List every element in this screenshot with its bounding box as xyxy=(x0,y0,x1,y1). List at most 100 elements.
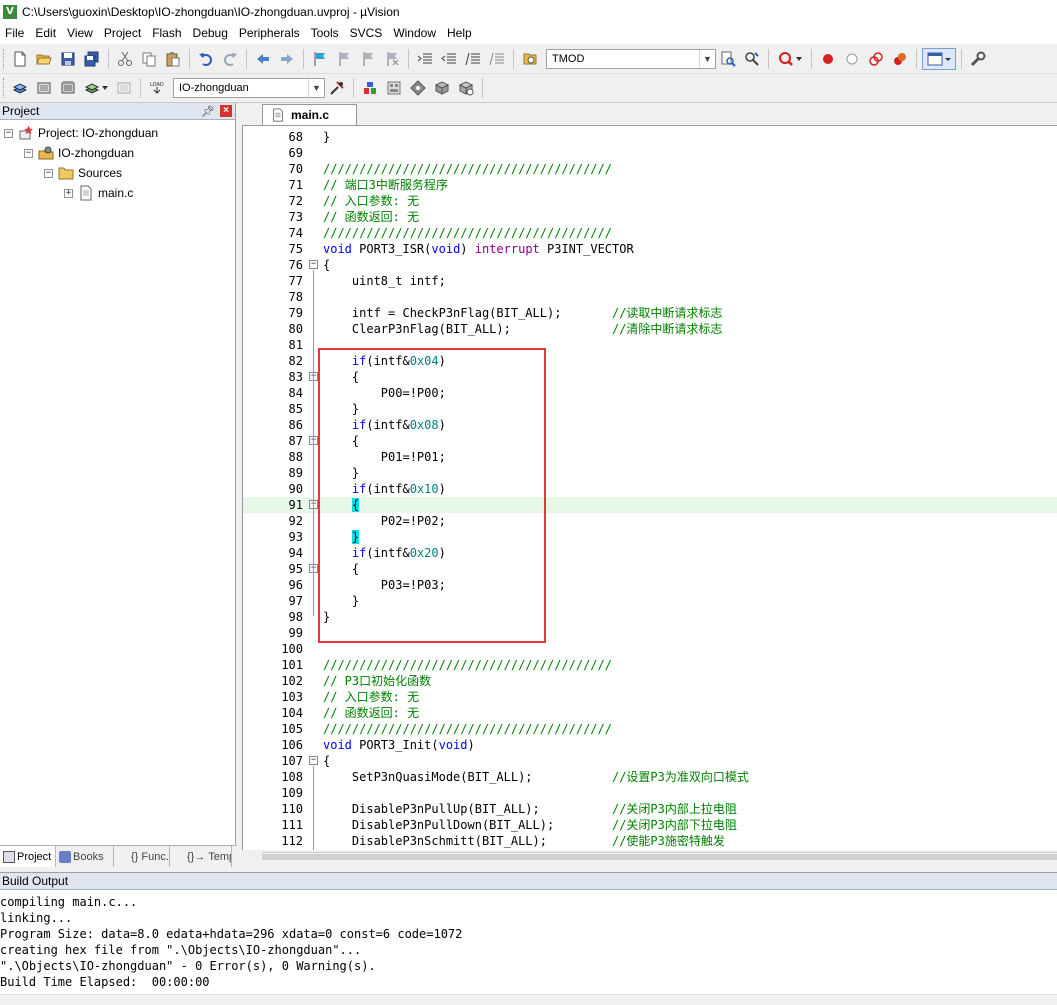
open-file-icon[interactable] xyxy=(33,48,55,70)
code-text: ClearP3nFlag(BIT_ALL); //清除中断请求标志 xyxy=(323,321,723,337)
tab-templates[interactable]: {}→ Temp... xyxy=(170,846,232,867)
menu-peripherals[interactable]: Peripherals xyxy=(238,26,300,40)
tab-functions[interactable]: {} Func... xyxy=(114,846,170,867)
chevron-down-icon[interactable]: ▼ xyxy=(308,79,324,97)
bookmark-prev-icon[interactable] xyxy=(333,48,355,70)
code-line: 74//////////////////////////////////////… xyxy=(243,225,1057,241)
menu-view[interactable]: View xyxy=(67,26,93,40)
save-all-icon[interactable] xyxy=(81,48,103,70)
menu-svcs[interactable]: SVCS xyxy=(349,26,383,40)
tree-item[interactable]: +main.c xyxy=(64,183,133,203)
code-text: { xyxy=(323,497,360,513)
line-number: 74 xyxy=(288,226,303,240)
cut-icon[interactable] xyxy=(114,48,136,70)
breakpoint-icon[interactable] xyxy=(817,48,839,70)
toolbar-grip[interactable] xyxy=(3,49,6,69)
toolbar-separator xyxy=(768,49,769,69)
code-line: 107−{ xyxy=(243,753,1057,769)
tab-project[interactable]: Project xyxy=(0,846,56,867)
find-in-files-icon[interactable] xyxy=(519,48,541,70)
line-number: 105 xyxy=(281,722,303,736)
menu-window[interactable]: Window xyxy=(393,26,436,40)
code-token-kw: if xyxy=(351,354,367,368)
breakpoint-disable-all-icon[interactable] xyxy=(865,48,887,70)
find-combo-value: TMOD xyxy=(552,53,585,65)
menu-project[interactable]: Project xyxy=(103,26,142,40)
chevron-down-icon[interactable]: ▼ xyxy=(699,50,715,68)
line-number: 82 xyxy=(288,354,303,368)
debug-session-icon[interactable] xyxy=(774,48,806,70)
menu-file[interactable]: File xyxy=(5,26,25,40)
target-combo[interactable]: IO-zhongduan ▼ xyxy=(173,78,325,98)
close-icon[interactable]: × xyxy=(220,105,232,117)
comment-icon[interactable] xyxy=(462,48,484,70)
target-options-icon[interactable] xyxy=(326,77,348,99)
nav-forward-icon[interactable] xyxy=(276,48,298,70)
menu-debug[interactable]: Debug xyxy=(192,26,228,40)
undo-icon[interactable] xyxy=(195,48,217,70)
pack-installer-icon[interactable] xyxy=(431,77,453,99)
code-token-plain: { xyxy=(323,562,360,576)
collapse-icon[interactable]: − xyxy=(4,127,13,138)
build-output-scrollbar[interactable] xyxy=(0,994,1057,1005)
pin-icon[interactable]: 📌︎ xyxy=(201,106,215,118)
menu-help[interactable]: Help xyxy=(447,26,472,40)
scrollbar-thumb[interactable] xyxy=(262,854,1057,860)
line-number: 91 xyxy=(288,498,303,512)
fold-collapse-icon[interactable]: − xyxy=(309,755,318,765)
fold-collapse-icon[interactable]: − xyxy=(309,259,318,269)
expand-icon[interactable]: + xyxy=(64,187,73,198)
tree-item[interactable]: −IO-zhongduan xyxy=(24,143,134,163)
bookmark-icon[interactable] xyxy=(309,48,331,70)
select-packs-icon[interactable] xyxy=(383,77,405,99)
redo-icon[interactable] xyxy=(219,48,241,70)
build-output-panel: Build Output compiling main.c...linking.… xyxy=(0,872,1057,1005)
find-icon[interactable] xyxy=(717,48,739,70)
collapse-icon[interactable]: − xyxy=(44,167,53,178)
pack-manager-icon[interactable] xyxy=(455,77,477,99)
tree-item[interactable]: −Project: IO-zhongduan xyxy=(4,123,158,143)
bookmark-clear-icon[interactable] xyxy=(381,48,403,70)
toolbar-grip[interactable] xyxy=(3,78,6,98)
code-text: void PORT3_ISR(void) interrupt P3INT_VEC… xyxy=(323,241,634,257)
download-icon[interactable]: LOAD xyxy=(146,77,168,99)
code-token-com: //清除中断请求标志 xyxy=(611,322,723,336)
menu-flash[interactable]: Flash xyxy=(152,26,182,40)
indent-icon[interactable] xyxy=(414,48,436,70)
code-text: intf = CheckP3nFlag(BIT_ALL); //读取中断请求标志 xyxy=(323,305,723,321)
tab-main-c[interactable]: main.c xyxy=(262,104,357,125)
batch-build-icon[interactable] xyxy=(81,77,111,99)
line-number: 78 xyxy=(288,290,303,304)
menu-tools[interactable]: Tools xyxy=(310,26,339,40)
collapse-icon[interactable]: − xyxy=(24,147,33,158)
line-number: 94 xyxy=(288,546,303,560)
tree-item[interactable]: −Sources xyxy=(44,163,122,183)
uncomment-icon[interactable] xyxy=(486,48,508,70)
unindent-icon[interactable] xyxy=(438,48,460,70)
manage-project-items-icon[interactable] xyxy=(359,77,381,99)
paste-icon[interactable] xyxy=(162,48,184,70)
breakpoint-kill-icon[interactable] xyxy=(889,48,911,70)
rebuild-icon[interactable] xyxy=(57,77,79,99)
find-combo[interactable]: TMOD ▼ xyxy=(546,49,716,69)
nav-back-icon[interactable] xyxy=(252,48,274,70)
manage-runtime-icon[interactable] xyxy=(407,77,429,99)
horizontal-scrollbar[interactable] xyxy=(262,852,1057,860)
build-icon[interactable] xyxy=(33,77,55,99)
build-toolbar: LOAD IO-zhongduan ▼ xyxy=(0,74,1057,103)
bookmark-next-icon[interactable] xyxy=(357,48,379,70)
window-layout-icon[interactable] xyxy=(922,48,956,70)
new-file-icon[interactable] xyxy=(9,48,31,70)
copy-icon[interactable] xyxy=(138,48,160,70)
save-icon[interactable] xyxy=(57,48,79,70)
file-icon xyxy=(78,185,98,201)
stop-build-icon[interactable] xyxy=(113,77,135,99)
menu-edit[interactable]: Edit xyxy=(35,26,57,40)
incremental-find-icon[interactable] xyxy=(741,48,763,70)
breakpoint-disable-icon[interactable] xyxy=(841,48,863,70)
configure-icon[interactable] xyxy=(967,48,989,70)
tab-books[interactable]: Books xyxy=(56,846,114,867)
translate-icon[interactable] xyxy=(9,77,31,99)
